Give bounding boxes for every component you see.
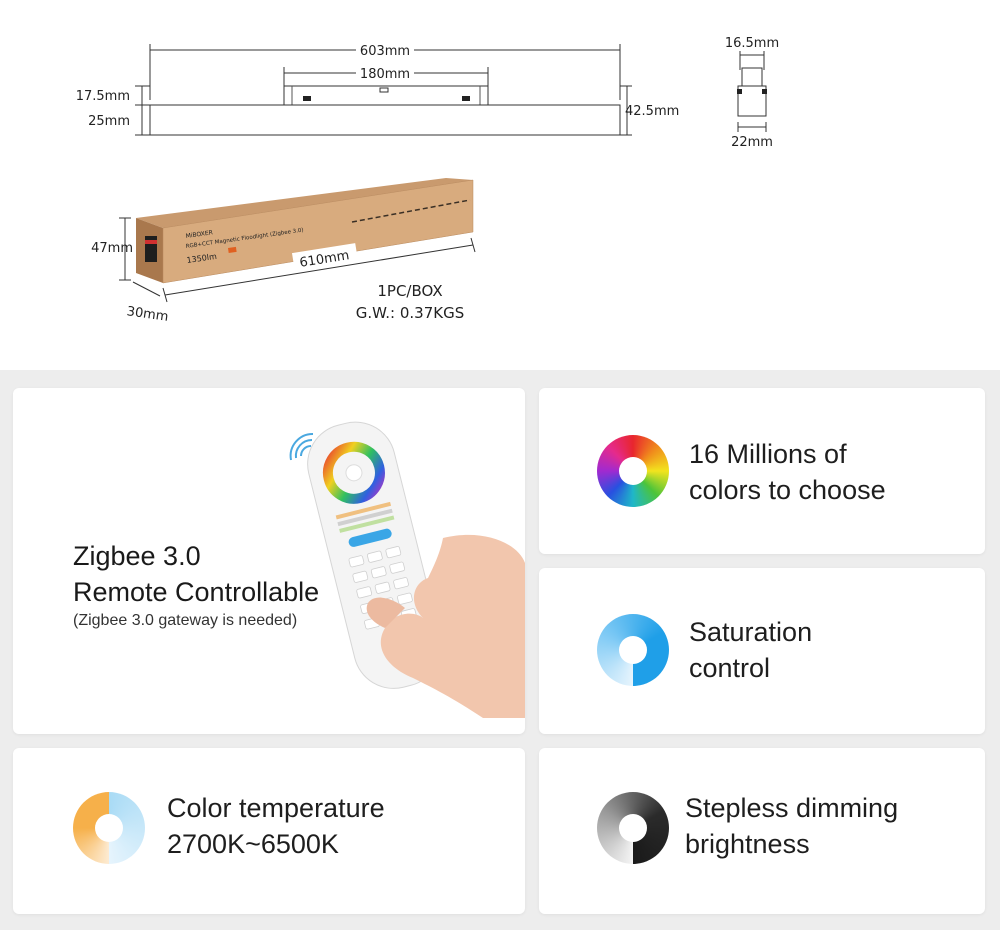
cross-section-body <box>737 85 767 117</box>
saturation-icon <box>597 614 669 686</box>
hand <box>380 534 525 718</box>
box-depth-label: 30mm <box>126 304 170 325</box>
saturation-text: Saturation control <box>689 614 812 686</box>
saturation-line2: control <box>689 653 771 683</box>
temperature-line1: Color temperature <box>167 793 385 823</box>
feature-panel: Zigbee 3.0 Remote Controllable (Zigbee 3… <box>0 370 1000 930</box>
bottom-width-label: 22mm <box>731 135 773 150</box>
dimming-text: Stepless dimming brightness <box>685 790 898 862</box>
colors-line2: colors to choose <box>689 475 886 505</box>
box-quantity: 1PC/BOX <box>377 282 443 300</box>
colors-text: 16 Millions of colors to choose <box>689 436 886 508</box>
bracket-height-label: 17.5mm <box>76 89 130 104</box>
temperature-card: Color temperature 2700K~6500K <box>13 748 525 914</box>
wireless-signal-icon <box>289 432 314 461</box>
packing-box: MiBOXER RGB+CCT Magnetic Floodlight (Zig… <box>136 178 474 284</box>
cross-section-bracket <box>741 67 763 87</box>
zigbee-card: Zigbee 3.0 Remote Controllable (Zigbee 3… <box>13 388 525 734</box>
color-temperature-icon <box>73 792 145 864</box>
saturation-line1: Saturation <box>689 617 813 647</box>
temperature-line2: 2700K~6500K <box>167 829 339 859</box>
saturation-card: Saturation control <box>539 568 985 734</box>
zigbee-title-line2: Remote Controllable <box>73 577 320 607</box>
box-length-line <box>164 244 474 296</box>
zigbee-gateway-note: (Zigbee 3.0 gateway is needed) <box>73 612 298 629</box>
lamp-body-side <box>149 104 621 136</box>
length-label: 603mm <box>360 44 410 59</box>
brightness-icon <box>597 792 669 864</box>
dimension-svg: 603mm 180mm 17.5mm 25mm 42.5mm 16.5mm <box>76 36 779 325</box>
remote-illustration <box>289 421 525 718</box>
dimming-line1: Stepless dimming <box>685 793 899 823</box>
color-wheel-icon <box>597 435 669 507</box>
zigbee-title-line1: Zigbee 3.0 <box>73 541 201 571</box>
box-weight: G.W.: 0.37KGS <box>355 304 465 322</box>
box-lumen-label: 1350lm <box>186 252 218 265</box>
total-height-label: 42.5mm <box>625 104 679 119</box>
dimming-line2: brightness <box>685 829 810 859</box>
body-height-label: 25mm <box>88 114 130 129</box>
box-height-label: 47mm <box>91 241 133 256</box>
zigbee-title: Zigbee 3.0 Remote Controllable <box>73 538 319 610</box>
temperature-text: Color temperature 2700K~6500K <box>167 790 385 862</box>
dimming-card: Stepless dimming brightness <box>539 748 985 914</box>
top-width-label: 16.5mm <box>725 36 779 51</box>
mounting-bracket <box>283 85 489 107</box>
box-info: 1PC/BOX G.W.: 0.37KGS <box>340 282 480 322</box>
colors-line1: 16 Millions of <box>689 439 847 469</box>
colors-card: 16 Millions of colors to choose <box>539 388 985 554</box>
bracket-spacing-label: 180mm <box>360 67 410 82</box>
box-brand: MiBOXER <box>185 229 213 240</box>
dimension-drawing: 603mm 180mm 17.5mm 25mm 42.5mm 16.5mm <box>0 0 1000 370</box>
